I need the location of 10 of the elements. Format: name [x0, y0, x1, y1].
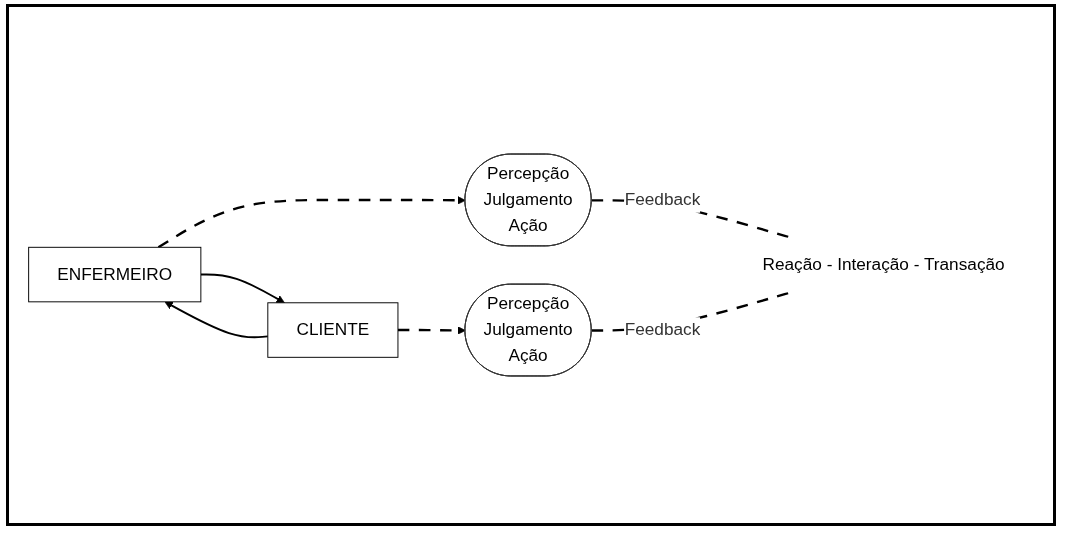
node-box — [28, 246, 202, 303]
arrow — [164, 301, 269, 339]
diagram-frame: Feedback Feedback ENFERMEIRO CLIENTE Percepção Julgamento Ação Percepção Julgamento Ação Reação - Interação - Transação — [6, 4, 1056, 526]
arrow — [157, 196, 466, 249]
node-box — [267, 302, 399, 358]
arrow — [397, 326, 466, 335]
edge-label: Feedback — [624, 189, 701, 210]
node-text: Reação - Interação - Transação — [762, 254, 1005, 275]
arrow — [199, 273, 285, 304]
edge-label: Feedback — [624, 320, 701, 340]
